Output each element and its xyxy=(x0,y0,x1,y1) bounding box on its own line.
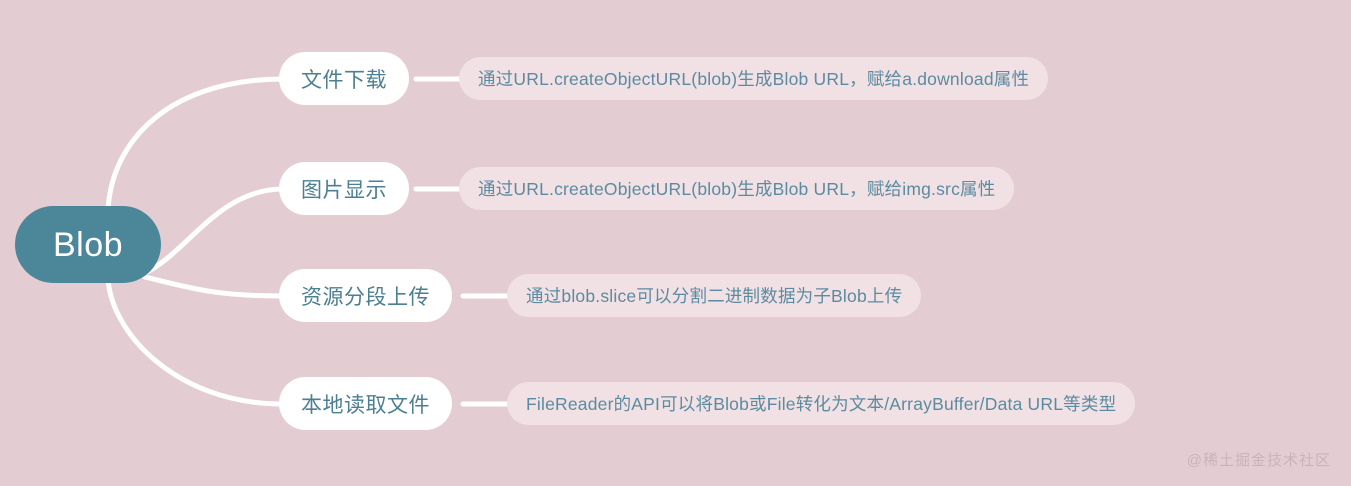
detail-node-file-download[interactable]: 通过URL.createObjectURL(blob)生成Blob URL，赋给… xyxy=(459,57,1049,100)
branch-node-file-download[interactable]: 文件下载 xyxy=(279,52,409,105)
curve-to-branch-1 xyxy=(137,186,285,278)
root-node-label: Blob xyxy=(52,225,124,264)
curve-to-branch-3 xyxy=(105,272,285,407)
branch-node-label: 本地读取文件 xyxy=(301,393,430,417)
branch-node-label: 文件下载 xyxy=(301,68,387,92)
detail-node-chunked-upload[interactable]: 通过blob.slice可以分割二进制数据为子Blob上传 xyxy=(507,274,922,317)
root-node-blob[interactable]: Blob xyxy=(15,206,161,283)
branch-node-label: 图片显示 xyxy=(301,178,387,202)
detail-node-label: 通过URL.createObjectURL(blob)生成Blob URL，赋给… xyxy=(478,69,1030,89)
branch-node-local-file-read[interactable]: 本地读取文件 xyxy=(279,377,452,430)
branch-node-image-display[interactable]: 图片显示 xyxy=(279,162,409,215)
curve-to-branch-2 xyxy=(142,274,285,299)
detail-node-label: 通过URL.createObjectURL(blob)生成Blob URL，赋给… xyxy=(478,179,996,199)
branch-node-label: 资源分段上传 xyxy=(301,285,430,309)
branch-node-chunked-upload[interactable]: 资源分段上传 xyxy=(279,269,452,322)
curve-to-branch-0 xyxy=(105,76,285,218)
detail-node-label: FileReader的API可以将Blob或File转化为文本/ArrayBuf… xyxy=(526,394,1117,414)
detail-node-image-display[interactable]: 通过URL.createObjectURL(blob)生成Blob URL，赋给… xyxy=(459,167,1015,210)
detail-node-label: 通过blob.slice可以分割二进制数据为子Blob上传 xyxy=(526,286,903,306)
watermark-text: @稀土掘金技术社区 xyxy=(1186,452,1331,469)
detail-node-local-file-read[interactable]: FileReader的API可以将Blob或File转化为文本/ArrayBuf… xyxy=(507,382,1136,425)
